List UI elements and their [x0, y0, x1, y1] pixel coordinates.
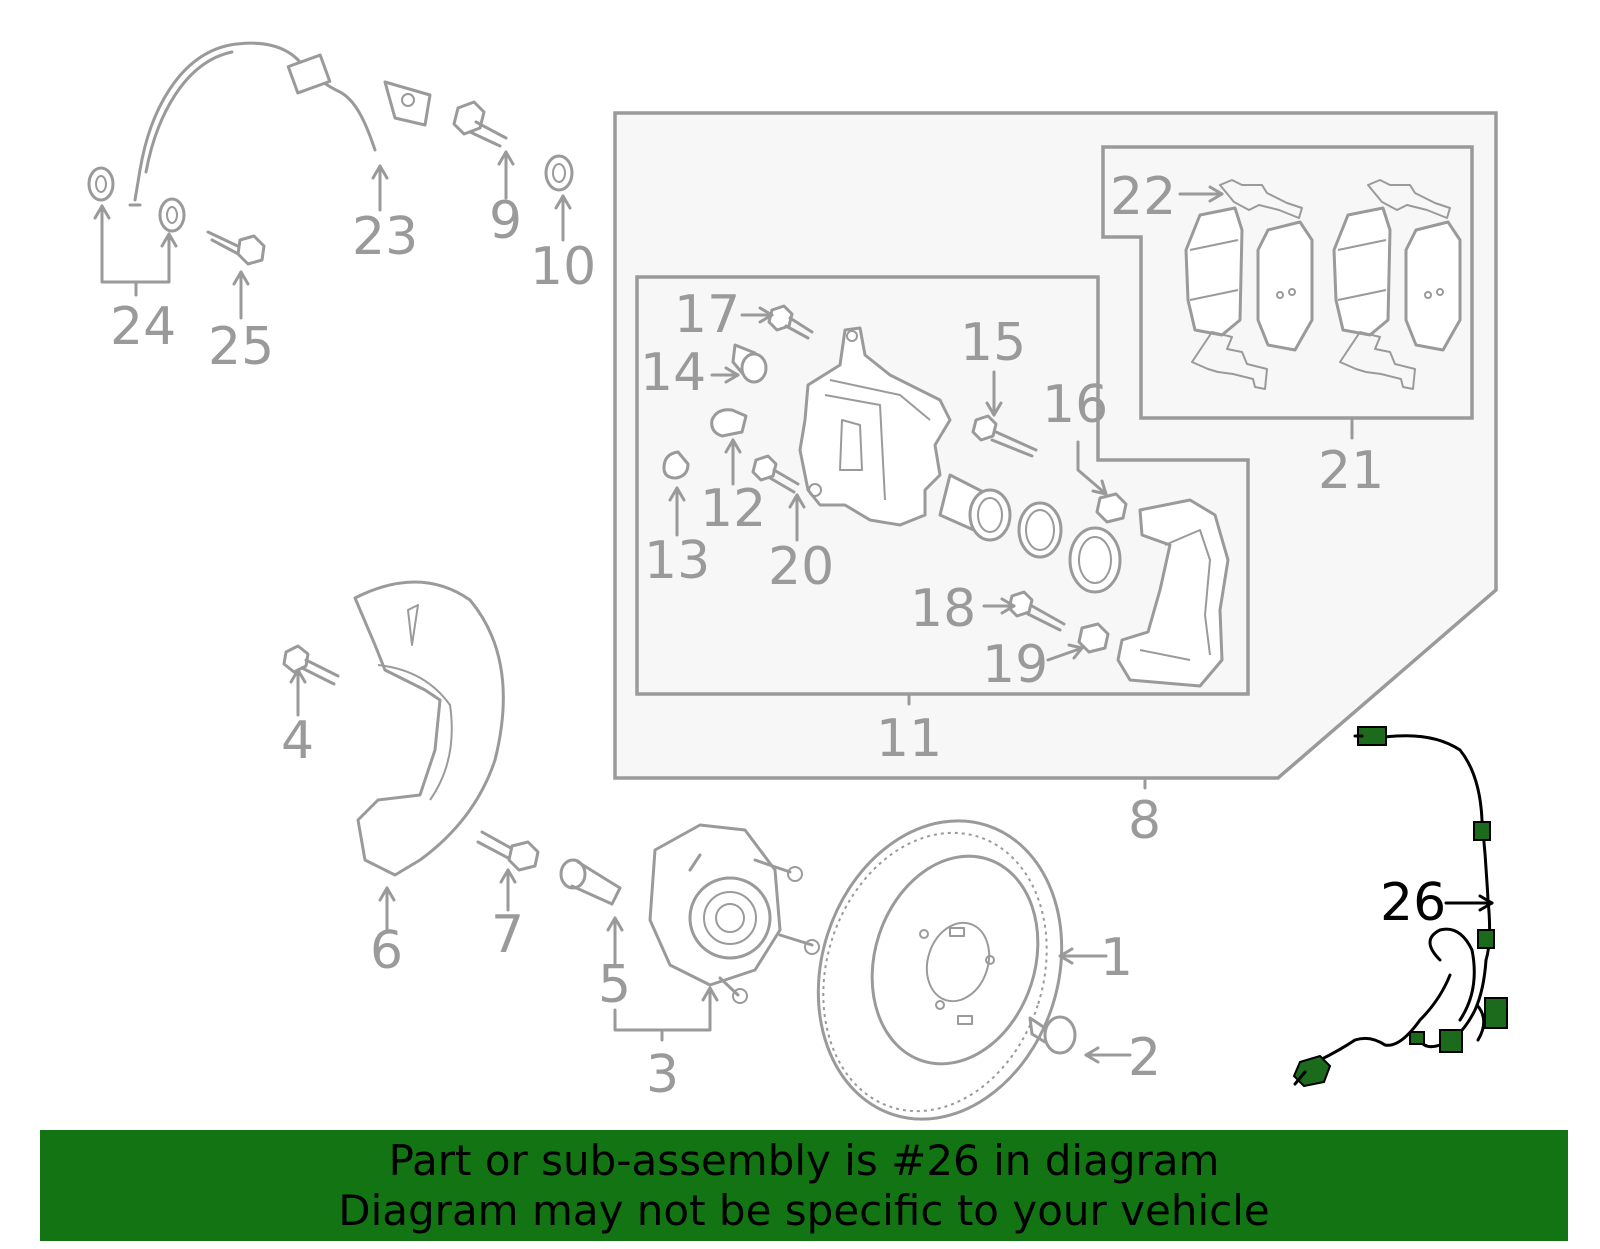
brake-rotor-part-1: [816, 819, 1064, 1121]
callout-4: 4: [281, 711, 314, 771]
part-info-banner: Part or sub-assembly is #26 in diagram D…: [40, 1130, 1568, 1241]
callout-25: 25: [208, 317, 274, 377]
callout-6: 6: [370, 921, 403, 981]
bolt-part-20: [751, 454, 800, 494]
piston: [938, 473, 1012, 542]
callout-2: 2: [1128, 1028, 1161, 1088]
callout-21: 21: [1318, 441, 1384, 501]
banner-line-1: Part or sub-assembly is #26 in diagram: [388, 1135, 1220, 1185]
guide-pin-part-18: [1007, 590, 1066, 632]
leader-line-26: [1444, 894, 1494, 912]
dust-shield-part-6: [353, 580, 505, 877]
callout-23: 23: [352, 207, 418, 267]
callout-17: 17: [674, 285, 740, 345]
bushing-part-19: [1077, 622, 1110, 654]
callout-7: 7: [491, 905, 524, 965]
bolt-part-25: [206, 230, 266, 266]
leader-lines: [93, 150, 1354, 1064]
washer-part-10: [544, 154, 574, 192]
callout-1: 1: [1100, 928, 1133, 988]
brake-pads: [1184, 206, 1462, 352]
washers-part-24: [87, 166, 186, 233]
callout-20: 20: [768, 537, 834, 597]
guide-pin-part-15: [971, 414, 1038, 458]
abs-sensor-part-26: [1292, 726, 1508, 1088]
callout-26: 26: [1380, 873, 1446, 933]
callout-15: 15: [960, 313, 1026, 373]
callout-18: 18: [910, 579, 976, 639]
dust-cap-part-14: [731, 343, 768, 384]
screw-part-2: [1028, 1015, 1077, 1055]
callout-8: 8: [1128, 791, 1161, 851]
cap-part-13: [662, 450, 690, 480]
callout-19: 19: [982, 635, 1048, 695]
bolt-part-17: [767, 304, 814, 340]
callout-24: 24: [110, 297, 176, 357]
bolt-part-7: [476, 830, 540, 872]
wheel-stud-part-5: [559, 858, 622, 906]
wheel-hub-part-3: [648, 823, 820, 1004]
callout-14: 14: [640, 343, 706, 403]
callout-13: 13: [644, 531, 710, 591]
brake-hose-part-23: [128, 41, 432, 207]
callout-5: 5: [598, 955, 631, 1015]
banner-line-2: Diagram may not be specific to your vehi…: [338, 1185, 1270, 1235]
callout-3: 3: [646, 1045, 679, 1105]
callout-22: 22: [1110, 167, 1176, 227]
callout-10: 10: [530, 237, 596, 297]
bushing-part-16: [1095, 492, 1128, 524]
caliper-body: [798, 326, 952, 527]
bleeder-part-12: [710, 408, 748, 438]
callout-11: 11: [876, 709, 942, 769]
caliper-bracket: [1116, 498, 1230, 688]
callout-9: 9: [489, 191, 522, 251]
bolt-part-4: [282, 644, 340, 686]
pad-hardware-part-22: [1219, 179, 1451, 219]
hose-bolt-part-9: [452, 100, 508, 148]
callout-16: 16: [1042, 375, 1108, 435]
pad-clips: [1191, 331, 1416, 390]
callout-12: 12: [700, 479, 766, 539]
